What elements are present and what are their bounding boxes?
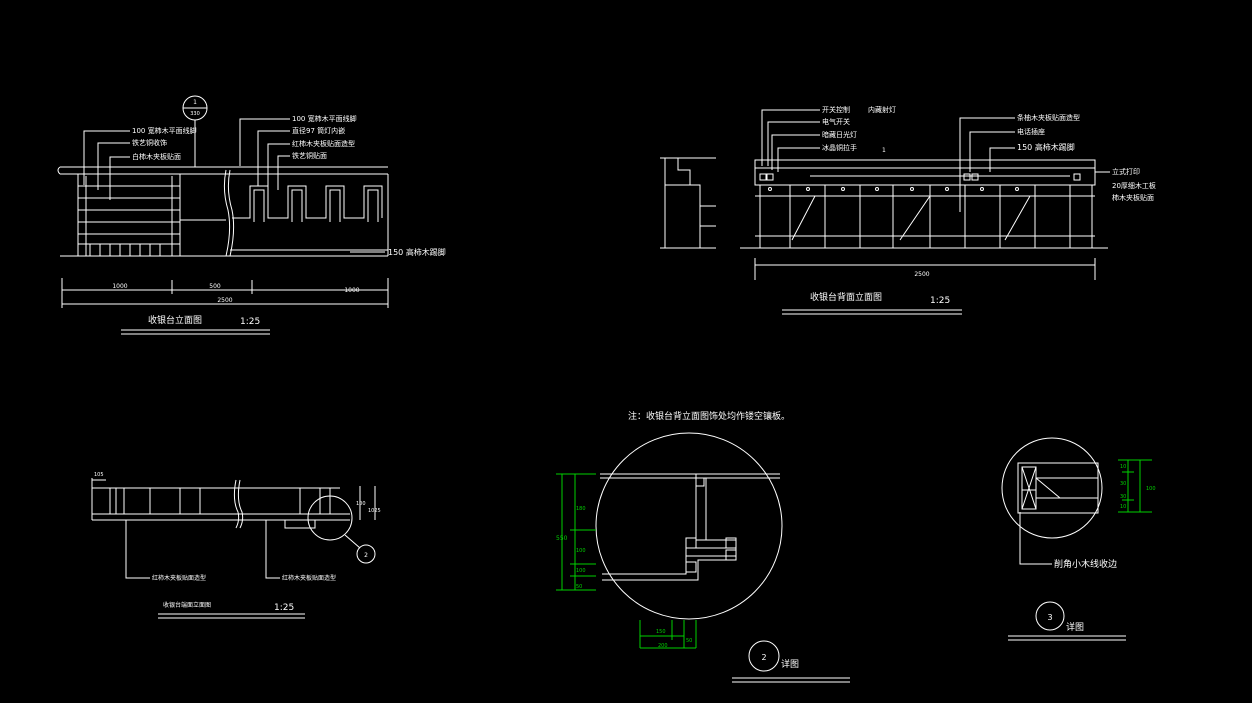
d1-label-4: 直径97 筒灯内嵌 (292, 126, 345, 135)
d1-label-1: 铁艺铜收饰 (132, 138, 167, 147)
back-elevation-drawing: 开关控制 电气开关 暗藏日光灯 冰晶铜拉手 内藏射灯 1 条柚木夹板贴面造型 电… (660, 105, 1156, 315)
d1-dim-2: 1000 (344, 287, 359, 294)
detail2-note: 注：收银台背立面图饰处均作镂空镶板。 (628, 410, 790, 422)
d2-dim: 2500 (914, 271, 929, 278)
d3-title: 收银台端面立面图 (163, 601, 211, 609)
d3-dim-r1: 100 (356, 501, 366, 507)
d2-label-top-mid: 内藏射灯 (868, 105, 896, 114)
d1-label-0: 100 宽柿木平面线脚 (132, 126, 197, 135)
detail2-num: 2 (761, 653, 766, 662)
d1-dim-0: 1000 (112, 283, 127, 290)
d1-label-6: 铁艺铜贴面 (292, 151, 327, 160)
detail3-dim-100: 100 (1146, 486, 1156, 492)
d2-label-left-2: 暗藏日光灯 (822, 130, 857, 139)
detail2-title: 详图 (781, 658, 799, 670)
end-elevation-drawing: 105 2 100 1025 红柿木夹板贴面造型 红柿木夹板贴面造型 收银台端面… (91, 472, 381, 619)
detail-3-drawing: 10 30 30 10 100 削角小木线收边 3 详图 (1001, 437, 1156, 641)
d1-label-3: 100 宽柿木平面线脚 (292, 114, 357, 123)
d2-label-left-0: 开关控制 (822, 105, 850, 114)
d1-scale: 1:25 (240, 317, 260, 327)
detail2-dim-d: 50 (576, 584, 582, 590)
detail3-dim-c: 30 (1120, 494, 1126, 500)
detail2-dim-50: 50 (686, 638, 692, 644)
detail2-dim-a: 180 (576, 506, 586, 512)
d2-label-one: 1 (882, 147, 886, 154)
detail-2-drawing: 注：收银台背立面图饰处均作镂空镶板。 550 180 100 100 50 15… (556, 410, 850, 683)
d1-label-7: 150 高柿木踢脚 (388, 247, 446, 257)
d2-title: 收银台背面立面图 (810, 291, 882, 303)
d2-label-right-1: 电话插座 (1017, 127, 1045, 136)
d3-dim-left: 105 (94, 472, 104, 478)
detail3-dim-d: 10 (1120, 504, 1126, 510)
detail3-dim-b: 30 (1120, 481, 1126, 487)
d1-dim-1: 500 (209, 283, 221, 290)
detail3-dim-a: 10 (1120, 464, 1126, 470)
d2-label-far-right-1: 20厚细木工板 (1112, 181, 1156, 190)
detail3-label: 削角小木线收边 (1054, 558, 1117, 570)
detail2-dim-200: 200 (658, 643, 668, 649)
d2-label-right-2: 150 高柿木踢脚 (1017, 142, 1075, 152)
d3-label-0: 红柿木夹板贴面造型 (152, 574, 206, 582)
detail2-dim-c: 100 (576, 568, 586, 574)
d3-label-1: 红柿木夹板贴面造型 (282, 574, 336, 582)
d1-label-2: 白柿木夹板贴面 (132, 152, 181, 161)
d2-label-right-0: 条柚木夹板贴面造型 (1017, 113, 1080, 122)
d1-title: 收银台立面图 (148, 314, 202, 326)
d3-dim-r2: 1025 (368, 508, 381, 514)
d3-scale: 1:25 (274, 603, 294, 613)
d2-label-far-right-2: 柿木夹板贴面 (1112, 193, 1154, 202)
detail2-dim-b: 100 (576, 548, 586, 554)
detail2-dim-550: 550 (556, 535, 568, 542)
d1-dim-total: 2500 (217, 297, 232, 304)
d2-label-far-right-0: 立式打印 (1112, 167, 1140, 176)
callout-1-number: 1 (193, 99, 197, 106)
detail3-title: 详图 (1066, 621, 1084, 633)
callout-1-sub: 330 (190, 111, 200, 117)
d1-label-5: 红柿木夹板贴面造型 (292, 139, 355, 148)
front-elevation-drawing: 1 330 100 宽柿木平面线脚 铁艺铜收饰 白柿木夹板贴面 100 宽柿木平… (57, 95, 446, 335)
d3-callout-2: 2 (364, 552, 368, 559)
detail2-dim-150: 150 (656, 629, 666, 635)
d2-label-left-1: 电气开关 (822, 117, 850, 126)
d2-scale: 1:25 (930, 296, 950, 306)
d2-label-left-3: 冰晶铜拉手 (822, 143, 857, 152)
detail3-num: 3 (1047, 613, 1052, 622)
